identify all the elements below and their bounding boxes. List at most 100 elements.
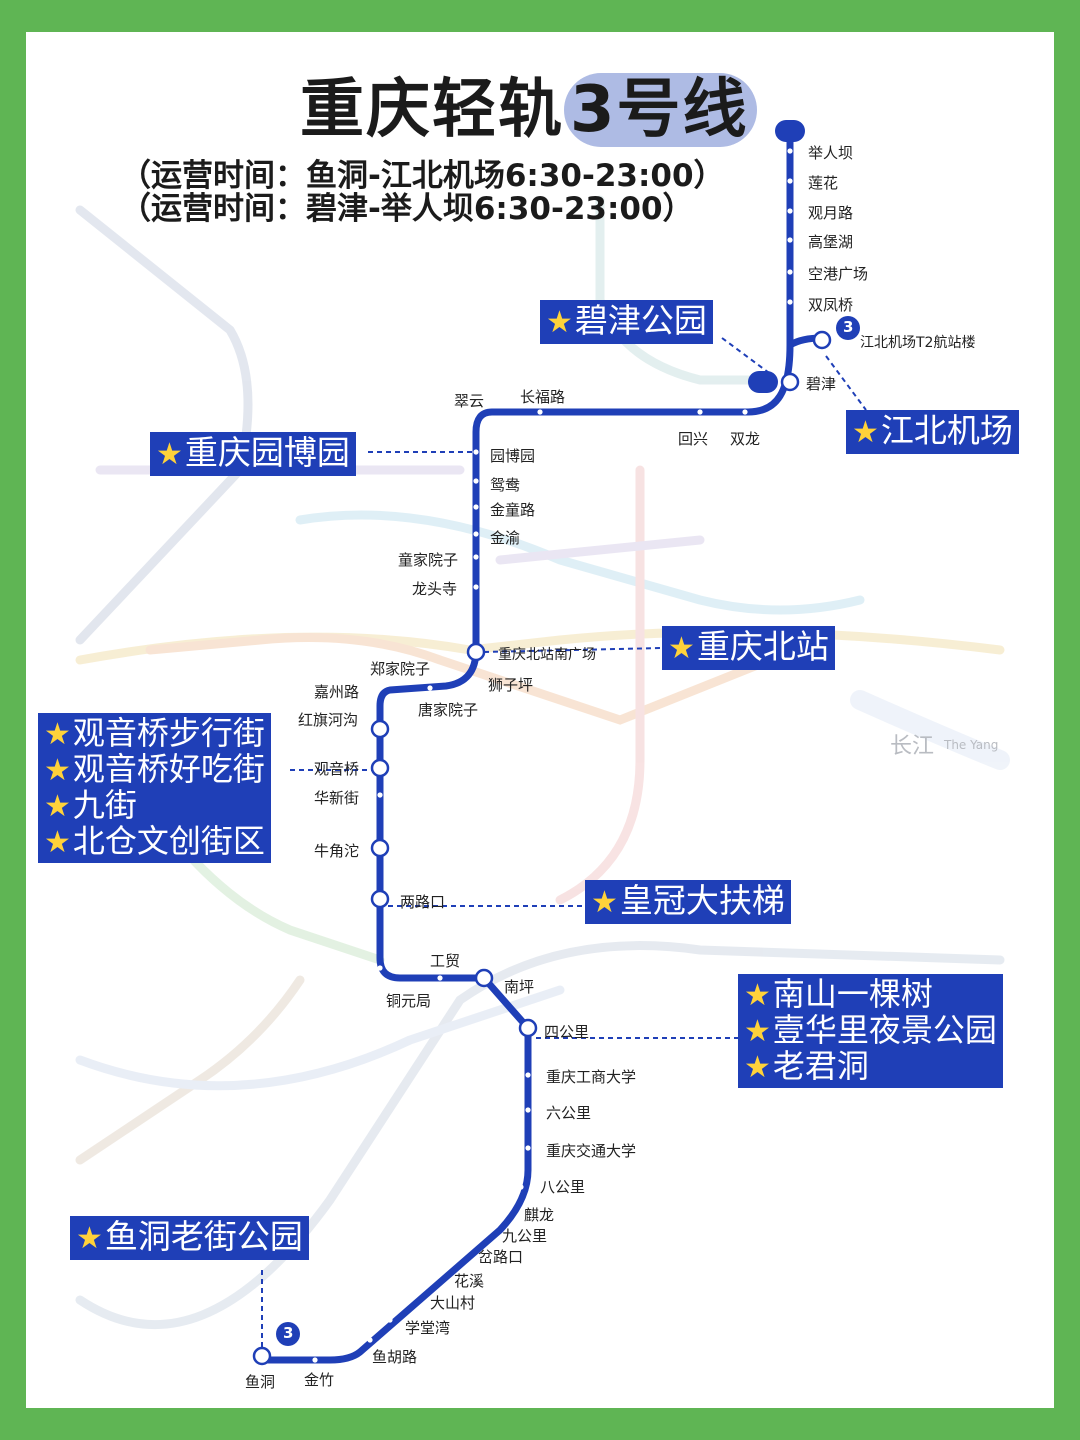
star-icon: ★ bbox=[156, 437, 183, 472]
station-label: 龙头寺 bbox=[412, 580, 458, 598]
station-label: 重庆北站南广场 bbox=[498, 647, 596, 663]
interchange-lianglukou bbox=[370, 889, 390, 909]
station-label: 六公里 bbox=[546, 1104, 592, 1122]
terminal-capsule-bijin bbox=[748, 371, 778, 393]
station-label: 观月路 bbox=[808, 204, 854, 222]
station-label: 高堡湖 bbox=[808, 233, 854, 251]
star-icon: ★ bbox=[744, 1014, 771, 1049]
station-label: 华新街 bbox=[314, 789, 360, 807]
highlight-bijin-park: ★碧津公园 bbox=[540, 300, 713, 344]
station-label: 四公里 bbox=[544, 1023, 590, 1041]
highlight-beizhan: ★重庆北站 bbox=[662, 626, 835, 670]
station-label: 翠云 bbox=[454, 392, 485, 410]
station-label: 牛角沱 bbox=[314, 842, 360, 860]
station-label: 园博园 bbox=[490, 447, 536, 465]
connectors bbox=[261, 337, 867, 1348]
station-label: 鱼胡路 bbox=[372, 1348, 418, 1366]
highlight-jiangbei-airport: ★江北机场 bbox=[846, 410, 1019, 454]
bg-line-grey bbox=[75, 205, 253, 645]
hours-line-1: （运营时间：鱼洞-江北机场6:30-23:00） bbox=[120, 158, 725, 194]
station-label: 大山村 bbox=[430, 1294, 476, 1312]
station-label: 南坪 bbox=[504, 978, 535, 996]
star-icon: ★ bbox=[44, 753, 71, 788]
line-badge-south bbox=[276, 1322, 300, 1346]
star-icon: ★ bbox=[44, 825, 71, 860]
highlight-nanshan: ★南山一棵树 ★壹华里夜景公园 ★老君洞 bbox=[738, 974, 1003, 1088]
bg-line-orange bbox=[145, 633, 825, 725]
station-label: 回兴 bbox=[678, 430, 709, 448]
interchange-stations bbox=[252, 330, 832, 1366]
bg-line-cyan bbox=[295, 510, 865, 615]
highlight-yuanboyuan: ★重庆园博园 bbox=[150, 432, 356, 476]
station-label: 学堂湾 bbox=[405, 1319, 451, 1337]
station-label: 金竹 bbox=[304, 1371, 335, 1389]
bg-line-yellow bbox=[75, 627, 1005, 665]
station-label: 狮子坪 bbox=[488, 676, 534, 694]
station-label: 红旗河沟 bbox=[298, 711, 359, 729]
station-label: 双龙 bbox=[730, 430, 761, 448]
station-label: 铜元局 bbox=[386, 992, 432, 1010]
page-title: 重庆轻轨3号线 bbox=[300, 58, 757, 150]
station-label: 举人坝 bbox=[808, 144, 854, 162]
station-label: 莲花 bbox=[808, 174, 839, 192]
bg-label-yang: The Yang bbox=[944, 738, 999, 752]
station-label: 金童路 bbox=[490, 501, 536, 519]
station-label: 郑家院子 bbox=[370, 660, 431, 678]
station-label: 花溪 bbox=[454, 1272, 485, 1290]
interchange-guanyinqiao bbox=[370, 758, 390, 778]
bg-line-grey-2 bbox=[75, 941, 1005, 1330]
highlight-guanyinqiao: ★观音桥步行街 ★观音桥好吃街 ★九街 ★北仓文创街区 bbox=[38, 713, 271, 863]
station-label: 童家院子 bbox=[398, 551, 459, 569]
station-label: 金渝 bbox=[490, 529, 521, 547]
interchange-yudong bbox=[252, 1346, 272, 1366]
station-label: 鱼洞 bbox=[245, 1373, 276, 1391]
star-icon: ★ bbox=[44, 717, 71, 752]
title-main: 重庆轻轨 bbox=[300, 73, 564, 147]
station-label: 麒龙 bbox=[524, 1206, 555, 1224]
line-badge-north bbox=[836, 316, 860, 340]
bg-line-blue2 bbox=[75, 985, 565, 1091]
star-icon: ★ bbox=[546, 305, 573, 340]
station-label: 重庆工商大学 bbox=[546, 1068, 637, 1086]
station-label: 重庆交通大学 bbox=[546, 1142, 637, 1160]
station-label: 嘉州路 bbox=[314, 683, 360, 701]
station-dots bbox=[312, 148, 793, 1363]
title-highlight: 3号线 bbox=[564, 73, 757, 147]
station-label: 鸳鸯 bbox=[490, 476, 521, 494]
star-icon: ★ bbox=[744, 1050, 771, 1085]
station-label: 八公里 bbox=[540, 1178, 586, 1196]
star-icon: ★ bbox=[76, 1221, 103, 1256]
station-label: 江北机场T2航站楼 bbox=[860, 335, 976, 351]
interchange-hongqihegou bbox=[370, 719, 390, 739]
star-icon: ★ bbox=[668, 631, 695, 666]
station-label: 双凤桥 bbox=[808, 296, 854, 314]
star-icon: ★ bbox=[852, 415, 879, 450]
station-label: 九公里 bbox=[502, 1227, 548, 1245]
star-icon: ★ bbox=[591, 885, 618, 920]
star-icon: ★ bbox=[44, 789, 71, 824]
line-badge-south-label: 3 bbox=[283, 1324, 294, 1342]
bg-line-red bbox=[555, 465, 645, 905]
station-label: 岔路口 bbox=[478, 1248, 524, 1266]
station-label: 空港广场 bbox=[808, 265, 869, 283]
station-label: 两路口 bbox=[400, 893, 446, 911]
bg-line-brown bbox=[75, 975, 305, 1165]
line-badge-north-label: 3 bbox=[843, 318, 854, 336]
interchange-niujiaotuo bbox=[370, 838, 390, 858]
station-label: 工贸 bbox=[430, 952, 461, 970]
terminal-capsule-north bbox=[775, 120, 805, 142]
station-label: 唐家院子 bbox=[418, 701, 479, 719]
interchange-sigongli bbox=[518, 1018, 538, 1038]
highlight-huangguan: ★皇冠大扶梯 bbox=[585, 880, 791, 924]
station-label: 观音桥 bbox=[314, 760, 360, 778]
station-label: 长福路 bbox=[520, 388, 566, 406]
bg-river bbox=[850, 690, 1010, 770]
line-3-track bbox=[256, 128, 794, 1364]
interchange-nanping bbox=[474, 968, 494, 988]
interchange-bijin bbox=[780, 372, 800, 392]
interchange-airport-t2 bbox=[812, 330, 832, 350]
bg-label-changjiang: 长江 bbox=[890, 734, 935, 759]
hours-line-2: （运营时间：碧津-举人坝6:30-23:00） bbox=[120, 191, 694, 227]
star-icon: ★ bbox=[744, 978, 771, 1013]
station-label: 碧津 bbox=[806, 375, 837, 393]
